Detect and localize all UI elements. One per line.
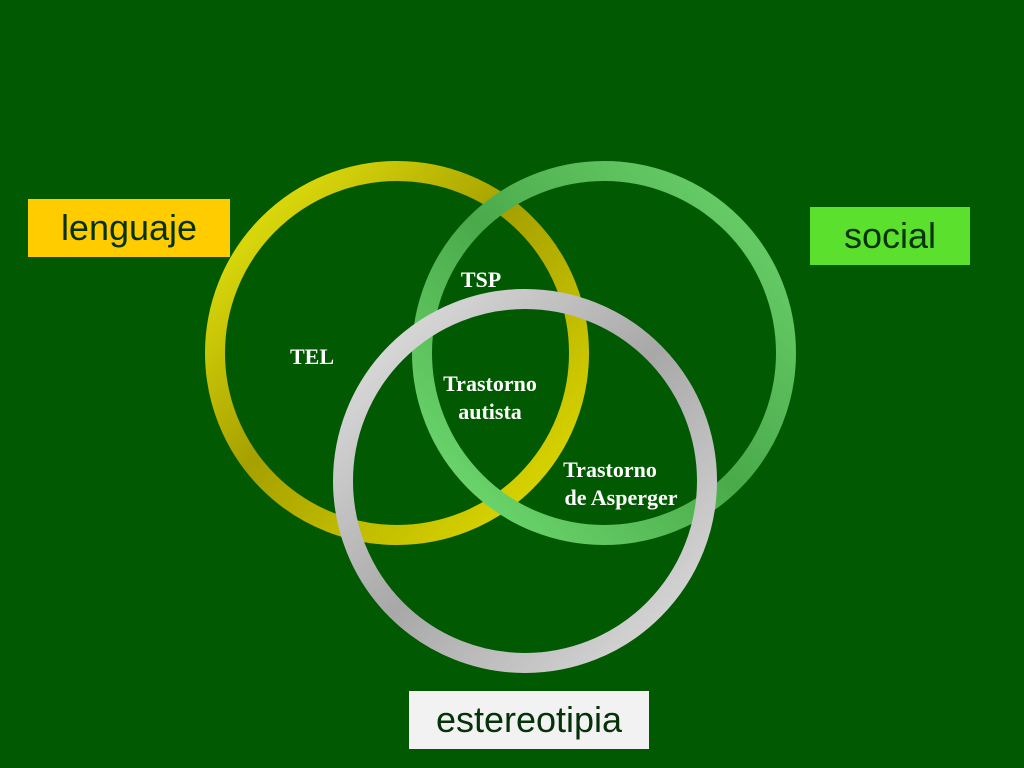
- region-label-asperger: Trastorno: [563, 457, 657, 482]
- region-label-autista-line2: autista: [458, 399, 522, 424]
- category-label-lenguaje: lenguaje: [28, 199, 230, 257]
- region-label-autista: Trastorno: [443, 371, 537, 396]
- ring-lenguaje: [205, 161, 589, 545]
- category-label-estereotipia: estereotipia: [409, 691, 649, 749]
- region-label-tsp: TSP: [461, 267, 501, 292]
- region-label-tel: TEL: [290, 344, 334, 369]
- ring-social: [412, 161, 796, 545]
- ring-estereotipia: [333, 289, 717, 673]
- region-label-asperger-line2: de Asperger: [564, 485, 677, 510]
- category-label-social: social: [810, 207, 970, 265]
